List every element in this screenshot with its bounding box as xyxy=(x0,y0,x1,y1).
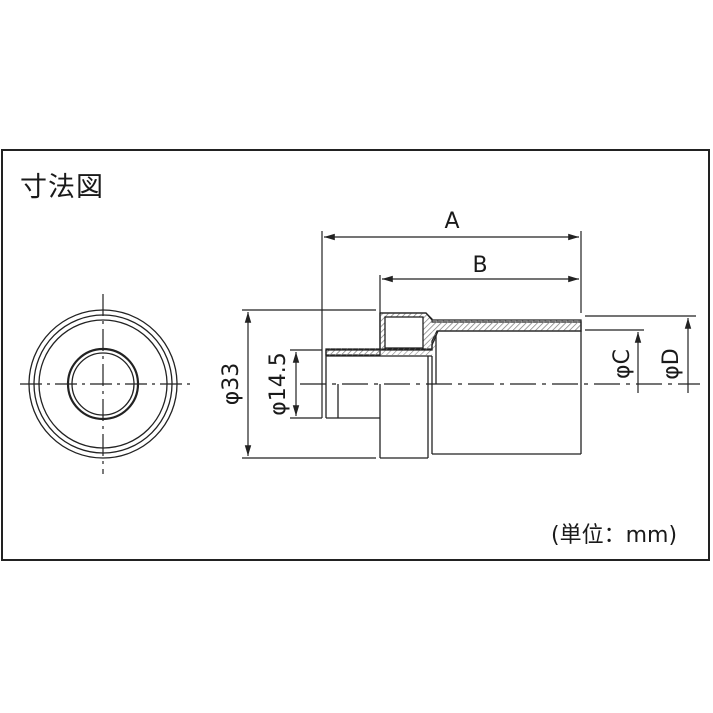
dim-label-b: B xyxy=(472,253,487,278)
end-view xyxy=(20,294,192,474)
unit-note: (単位：mm) xyxy=(551,523,678,548)
diameter-dimensions-left xyxy=(242,309,376,459)
drawing-title: 寸法図 xyxy=(20,172,104,203)
dim-label-phi33: φ33 xyxy=(219,363,244,406)
dim-label-phi14-5: φ14.5 xyxy=(266,352,291,416)
dim-label-phi-d: φD xyxy=(659,348,684,379)
section-view xyxy=(300,312,700,459)
dim-label-phi-c: φC xyxy=(610,349,635,379)
diameter-dimensions-right xyxy=(585,315,696,393)
dim-label-a: A xyxy=(444,209,459,234)
length-dimensions xyxy=(321,231,582,418)
